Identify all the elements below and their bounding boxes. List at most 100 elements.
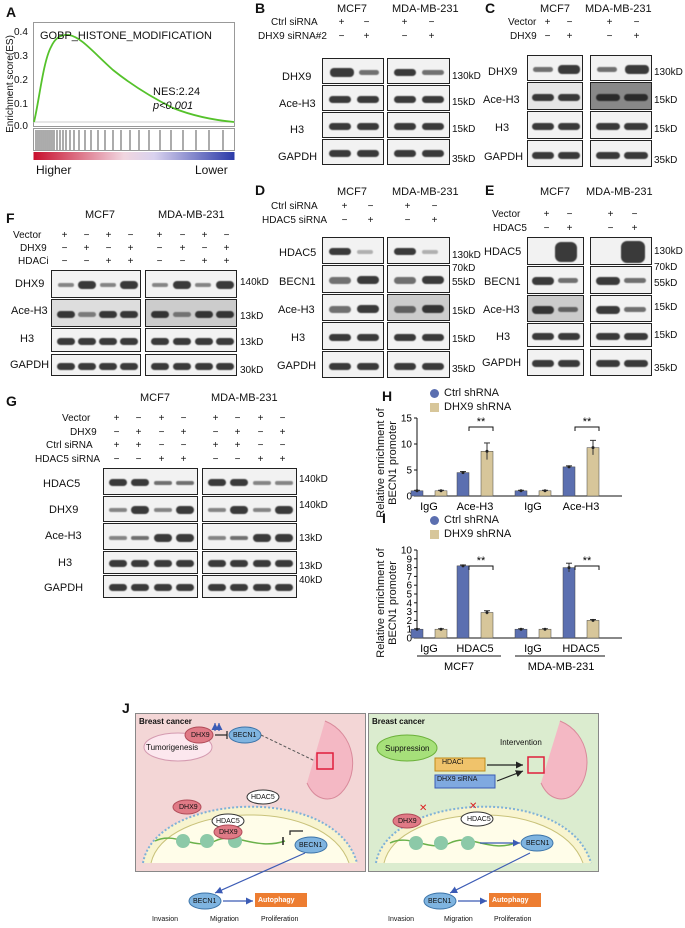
blot-d-h3-mda [387,322,450,350]
data-point [567,566,571,570]
g-blot-label: HDAC5 [43,478,81,490]
x-tick-label: IgG [420,643,438,655]
g-blot-label: Ace-H3 [45,530,82,542]
j-left-outcome: Proliferation [261,916,299,923]
e-kd: 70kD [654,262,678,273]
treatment-sign: + [257,413,264,424]
g-kd: 13kD [299,533,323,544]
treatment-sign: − [179,256,186,267]
treatment-sign: + [61,230,68,241]
h-legend-dhx9: DHX9 shRNA [444,401,512,413]
panel-label-j: J [122,700,130,716]
c-blot-label: H3 [495,122,510,134]
treatment-sign: − [135,413,142,424]
d-row-label: Ctrl siRNA [271,201,318,212]
e-kd: 130kD [654,246,683,257]
data-point [461,471,465,475]
panel-label-h: H [382,388,393,404]
blot-b-h3-mcf7 [322,112,384,138]
c-sign: − [606,31,613,42]
panel-label-c: C [485,0,496,16]
g-kd: 140kD [299,474,328,485]
treatment-sign: + [105,230,112,241]
gsea-lower-label: Lower [195,163,228,177]
j-right-title: Breast cancer [372,717,425,726]
c-cell-mda: MDA-MB-231 [585,3,652,15]
treatment-sign: + [158,453,165,465]
d-cell-mda: MDA-MB-231 [392,186,459,198]
blot-g-hdac5-mda [202,468,297,495]
b-sign: + [338,17,345,28]
b-sign: + [363,31,370,42]
treatment-sign: − [257,440,264,451]
blot-e-becn1-mda [590,266,652,294]
bar [480,612,494,639]
schematic-j: ✕ ✕ [135,713,599,910]
b-blot-label: DHX9 [282,71,312,83]
blot-c-dhx9-mda [590,55,652,81]
treatment-sign: − [234,453,241,465]
y-tick-label: 6 [406,581,412,592]
y-tick-label: 5 [406,590,412,601]
treatment-sign: + [223,256,230,267]
x-tick-label: IgG [420,501,438,513]
j-left-outcome: Invasion [152,916,179,923]
f-blot-label: DHX9 [15,278,45,290]
f-kd: 140kD [240,277,269,288]
e-row-label: Vector [492,209,521,220]
gene-hit-ticks [35,130,224,150]
y-tick-label: 15 [401,414,413,425]
data-point [485,449,489,453]
j-left-autophagy: Autophagy [258,897,295,904]
data-point [591,446,595,450]
j-right-outcome: Proliferation [494,916,532,923]
c-row-label: Vector [508,17,537,28]
treatment-sign: + [83,243,90,254]
blot-e-hdac5-mcf7 [527,237,584,265]
b-cell-mda: MDA-MB-231 [392,3,459,15]
j-right-drug: DHX9 siRNA [437,776,478,783]
data-point [591,618,595,622]
blot-c-h3-mda [590,111,652,139]
blot-g-h3-mcf7 [103,551,198,574]
blot-d-aceh3-mcf7 [322,294,384,321]
j-node-hdac5: HDAC5 [216,818,240,825]
treatment-sign: + [105,256,112,267]
blot-d-gapdh-mda [387,351,450,378]
blot-d-becn1-mcf7 [322,265,384,293]
e-sign: − [607,223,614,234]
b-blot-label: GAPDH [278,151,318,163]
data-point [485,610,489,614]
treatment-sign: + [234,426,241,438]
f-kd: 30kD [240,365,264,376]
y-tick-label: 0 [406,492,412,503]
bar [562,567,576,639]
j-right-intervention: Intervention [500,738,542,747]
blot-b-h3-mda [387,112,450,138]
bar [562,466,576,497]
treatment-sign: + [113,440,120,451]
c-kd: 35kD [654,155,678,166]
blot-e-aceh3-mda [590,295,652,322]
svg-text:✕: ✕ [469,801,477,812]
data-point [439,627,443,631]
data-point [567,465,571,469]
blot-d-becn1-mda [387,265,450,293]
blot-e-gapdh-mda [590,349,652,376]
d-kd: 130kD [452,250,481,261]
data-point [519,489,523,493]
treatment-sign: − [61,256,68,267]
j-right-node: HDAC5 [467,816,491,823]
g-row-label: Vector [62,413,91,424]
blot-b-dhx9-mcf7 [322,58,384,84]
c-blot-label: DHX9 [488,66,518,78]
g-blot-label: DHX9 [49,504,79,516]
sig-bracket [468,426,494,431]
blot-f-aceh3-mda [145,299,237,327]
treatment-sign: − [83,230,90,241]
y-tick-label: 10 [401,546,413,557]
treatment-sign: − [212,453,219,465]
e-kd: 35kD [654,363,678,374]
gsea-nes: NES:2.24 [153,86,201,98]
